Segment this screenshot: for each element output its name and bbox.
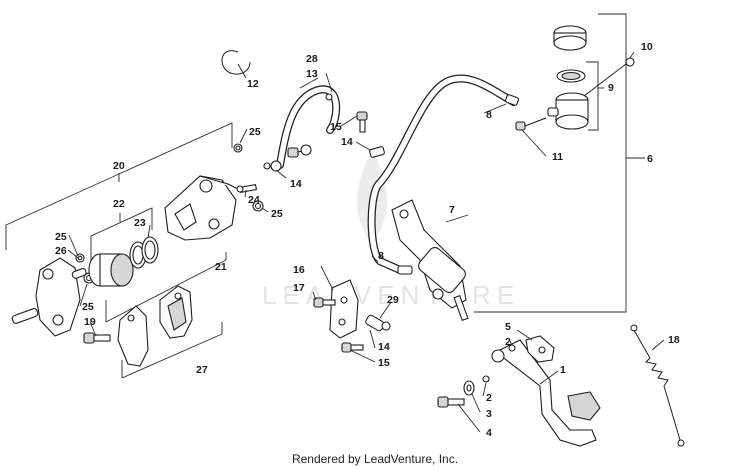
reservoir-screw-11 [515, 117, 547, 131]
callout-21: 21 [215, 261, 227, 273]
callout-26: 26 [55, 245, 67, 257]
callout-5: 5 [505, 321, 511, 333]
pads-group-bracket-27 [121, 322, 223, 379]
callout-14-left: 14 [290, 178, 302, 190]
callout-12: 12 [247, 78, 259, 90]
group-bracket-21 [105, 252, 227, 323]
banjo-fitting-14-left [263, 160, 282, 172]
brake-hose-28 [276, 85, 341, 169]
callout-4: 4 [486, 427, 492, 439]
callout-labels: 1 2 2 3 4 5 6 7 8 8 9 10 11 12 13 14 14 … [55, 41, 680, 439]
callout-14-top: 14 [341, 136, 353, 148]
hose-clip-13 [325, 93, 333, 101]
caliper-piston [88, 253, 134, 287]
line-fitting-lower [397, 265, 413, 275]
nut-10 [583, 57, 635, 97]
callout-14-lower: 14 [378, 341, 390, 353]
callout-16: 16 [293, 264, 305, 276]
brake-pads [117, 285, 193, 367]
callout-20: 20 [113, 160, 125, 172]
callout-27: 27 [196, 364, 208, 376]
callout-24: 24 [248, 194, 260, 206]
callout-22: 22 [113, 198, 125, 210]
callout-10: 10 [641, 41, 653, 53]
callout-8-lower: 8 [378, 250, 384, 262]
callout-15-top: 15 [330, 121, 342, 133]
callout-6: 6 [647, 153, 653, 165]
washer-2-lower [482, 375, 490, 383]
bolt-15-lower [341, 342, 364, 353]
callout-25-lower: 25 [82, 301, 94, 313]
banjo-bolt-15-left [287, 144, 312, 158]
banjo-bolt-15-top [356, 111, 368, 133]
callout-23: 23 [134, 217, 146, 229]
callout-19: 19 [84, 316, 96, 328]
caliper-group-bracket-20 [5, 122, 233, 250]
reservoir-diaphragm [556, 69, 586, 83]
reservoir-body [547, 92, 589, 130]
hose-fitting-14 [369, 146, 385, 158]
clip-12 [221, 50, 251, 75]
watermark-text: LEADVENTURE [262, 280, 520, 310]
bolt-17 [313, 297, 336, 308]
washer-2-upper [508, 344, 516, 352]
piston-seals [129, 236, 159, 269]
mount-bracket-16 [329, 279, 359, 339]
bolt-19 [83, 332, 111, 344]
callout-13: 13 [306, 68, 318, 80]
callout-18: 18 [668, 334, 680, 346]
line-fitting-upper [505, 94, 519, 106]
reservoir-group-bracket-6 [474, 13, 645, 313]
callout-8-upper: 8 [486, 109, 492, 121]
reservoir-cap [553, 25, 587, 51]
callout-3: 3 [486, 408, 492, 420]
callout-25-caliper: 25 [271, 208, 283, 220]
master-cylinder-7 [391, 199, 469, 322]
pedal-clevis-5 [525, 335, 555, 363]
callout-2-upper: 2 [505, 336, 511, 348]
bleed-screw-24 [236, 184, 258, 193]
fitting-14-lower [365, 314, 391, 332]
callout-17: 17 [293, 282, 305, 294]
watermark: LEADVENTURE [262, 150, 520, 310]
callout-11: 11 [552, 151, 563, 163]
brake-pedal-1 [491, 339, 601, 447]
caliper-mount-bracket [11, 257, 87, 337]
washer-3 [463, 380, 475, 396]
brake-line-8 [367, 74, 518, 274]
callout-25-left: 25 [55, 231, 67, 243]
caliper-body [164, 175, 241, 241]
callout-7: 7 [449, 204, 455, 216]
bolt-4 [437, 396, 465, 408]
leader-lines [67, 51, 665, 433]
reservoir-group-bracket-9 [586, 61, 604, 131]
return-spring-18 [630, 324, 685, 447]
callout-25-top: 25 [249, 126, 261, 138]
callout-9: 9 [608, 82, 614, 94]
callout-15-lower: 15 [378, 357, 390, 369]
callout-28: 28 [306, 53, 318, 65]
piston-group-bracket-22 [90, 207, 153, 262]
callout-2-lower: 2 [486, 392, 492, 404]
callout-29: 29 [387, 294, 399, 306]
footer-credit: Rendered by LeadVenture, Inc. [292, 452, 458, 466]
callout-1: 1 [560, 364, 566, 376]
